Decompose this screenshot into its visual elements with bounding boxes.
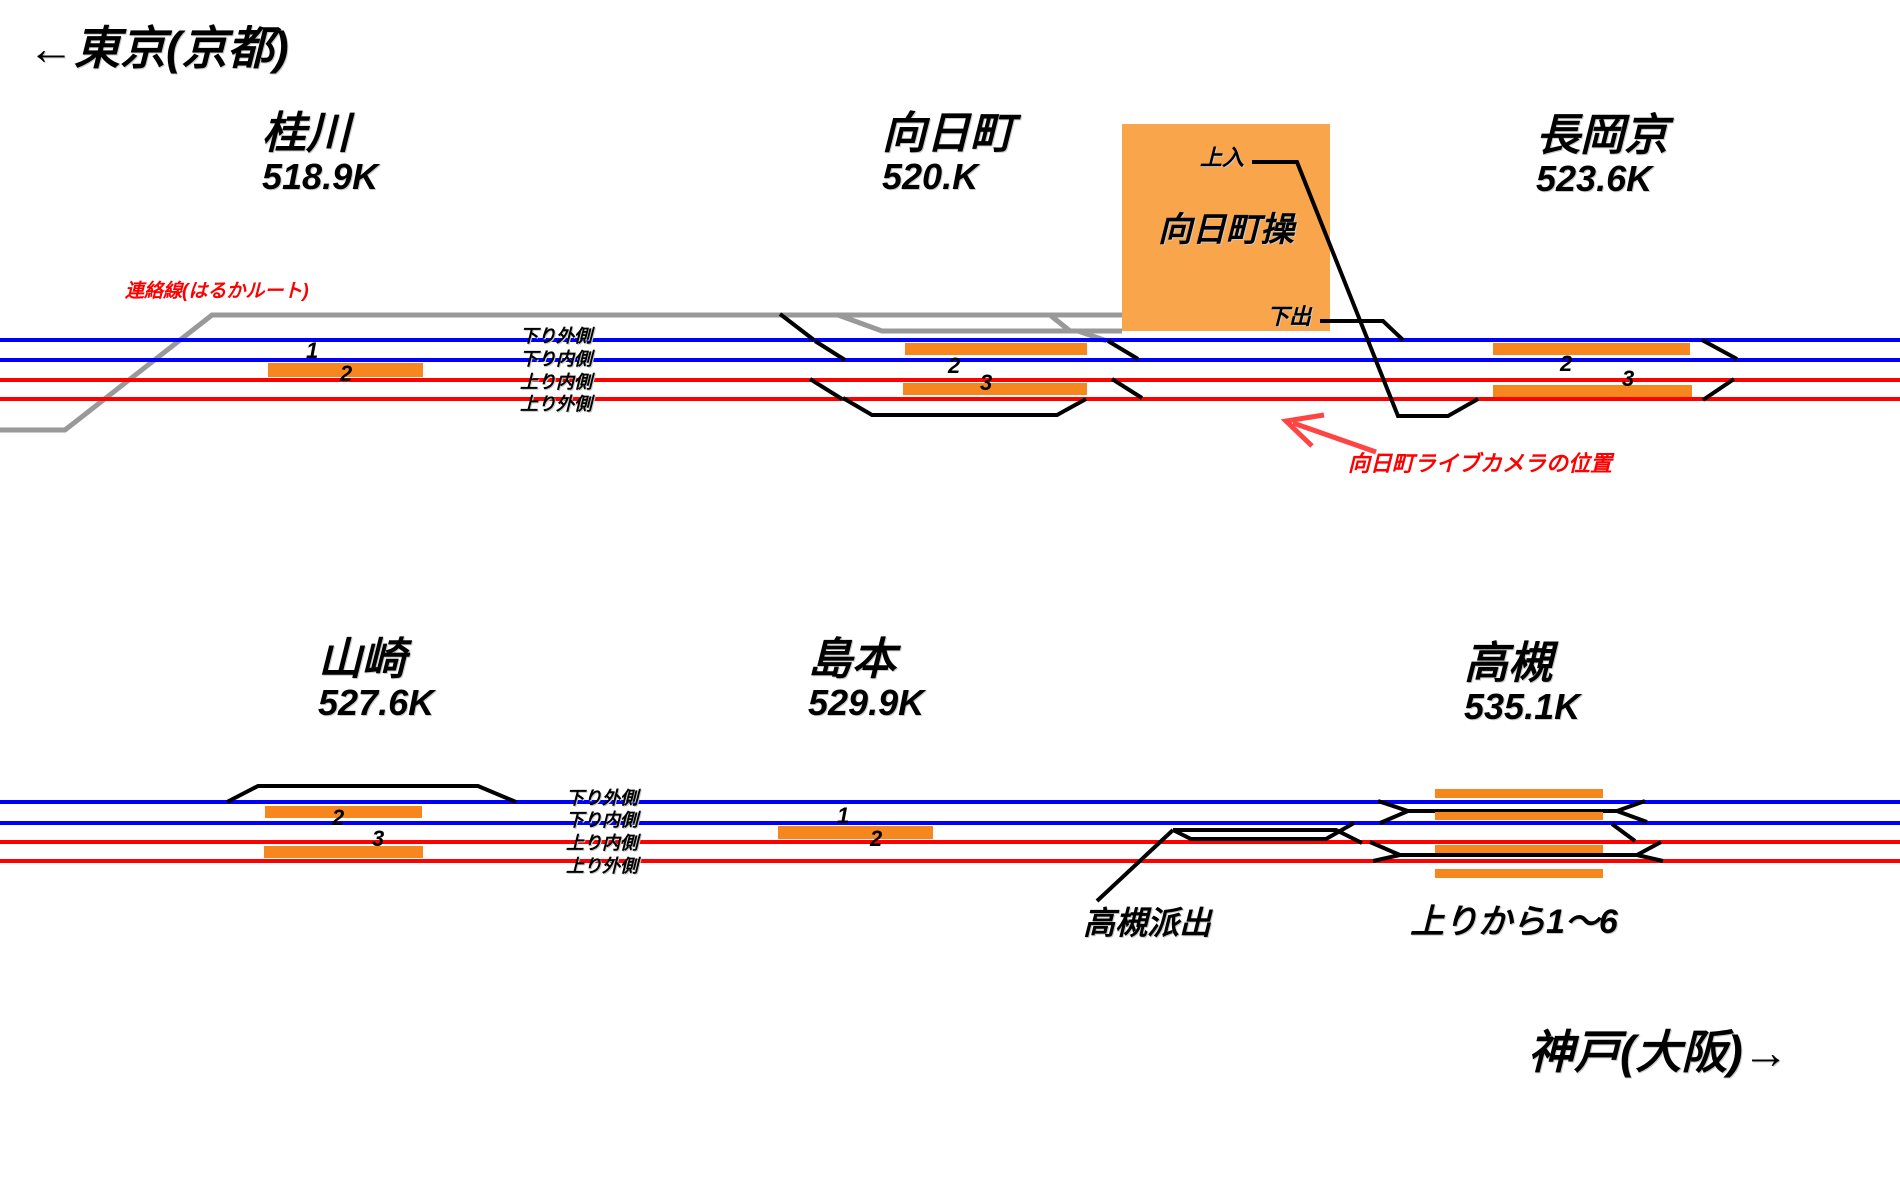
shimamoto-platform-number-1: 1 [837, 803, 850, 828]
takatsuki-up-siding-right-link [1636, 853, 1664, 863]
station-name-shimamoto: 島本 [808, 635, 896, 684]
camera-position-label: 向日町ライブカメラの位置 [1348, 451, 1613, 476]
takatsuki-up-siding-left-link [1372, 853, 1401, 863]
takatsuki-depot-label: 高槻派出 [1083, 905, 1212, 941]
katsuragawa-platform [268, 363, 423, 377]
yard-up-entry-label: 上入 [1200, 145, 1245, 170]
yard-up-entry-track [1252, 160, 1479, 418]
haruka-branch-link [1048, 313, 1072, 333]
depot-siding-upper [1173, 828, 1363, 845]
mukomachi-platform-number-2: 2 [948, 353, 961, 378]
station-name-nagaokakyo: 長岡京 [1536, 111, 1668, 160]
yamazaki-upper-loop [226, 784, 517, 804]
track-label-down-inner-bottom: 下り内側 [566, 810, 638, 830]
station-km-katsuragawa: 518.9K [262, 156, 379, 197]
track-label-down-inner-top: 下り内側 [520, 349, 592, 369]
station-name-mukomachi: 向日町 [882, 109, 1014, 158]
mukomachi-left-up-crossover [808, 377, 844, 401]
takatsuki-down-siding [1377, 799, 1646, 813]
takatsuki-down-siding-right-link [1616, 809, 1648, 824]
takatsuki-platform-4 [1435, 869, 1603, 878]
mukomachi-lower-loop [841, 396, 1087, 417]
haruka-route-branch [837, 312, 1122, 334]
depot-siding-lower [1172, 821, 1355, 841]
haruka-route-line [0, 312, 1122, 433]
takatsuki-depot-lead [1095, 828, 1175, 903]
katsuragawa-platform-number-1: 1 [306, 338, 319, 363]
yamazaki-platform-number-2: 2 [332, 805, 345, 830]
camera-arrow-shaft [1292, 420, 1377, 455]
shimamoto-platform [778, 826, 933, 839]
station-km-nagaokakyo: 523.6K [1536, 158, 1653, 199]
yard-down-exit-track [1320, 319, 1405, 342]
takatsuki-right-crossover [1610, 822, 1637, 843]
nagaokakyo-platform-upper [1493, 343, 1690, 355]
track-label-up-outer-top: 上り外側 [520, 394, 592, 414]
takatsuki-platform-1 [1435, 789, 1603, 798]
track-label-up-inner-bottom: 上り内側 [566, 833, 638, 853]
nagaokakyo-platform-lower [1493, 385, 1692, 397]
takatsuki-up-siding [1369, 840, 1662, 857]
mukomachi-left-down-crossover [813, 339, 847, 362]
haruka-route-label: 連絡線(はるかルート) [125, 281, 309, 302]
takatsuki-down-siding-left-link [1379, 809, 1409, 825]
yamazaki-platform-lower [264, 846, 423, 858]
nagaokakyo-platform-number-2: 2 [1560, 351, 1573, 376]
katsuragawa-platform-number-2: 2 [340, 361, 353, 386]
mukomachi-platform-number-3: 3 [980, 370, 993, 395]
track-label-up-inner-top: 上り内側 [520, 372, 592, 392]
station-name-yamazaki: 山崎 [318, 635, 406, 684]
direction-tokyo-kyoto: ←東京(京都) [28, 22, 289, 74]
track-label-down-outer-bottom: 下り外側 [566, 788, 638, 808]
mukomachi-platform-upper [905, 343, 1087, 355]
yard-name: 向日町操 [1158, 211, 1294, 249]
yamazaki-platform-number-3: 3 [372, 826, 385, 851]
track-label-up-outer-bottom: 上り外側 [566, 856, 638, 876]
station-km-takatsuki: 535.1K [1464, 686, 1581, 727]
station-name-katsuragawa: 桂川 [262, 109, 350, 158]
mukomachi-right-up-crossover [1110, 377, 1144, 400]
camera-arrow-head [1280, 412, 1325, 448]
direction-kobe-osaka: 神戸(大阪)→ [1528, 1026, 1789, 1078]
station-km-mukomachi: 520.K [882, 156, 979, 197]
station-km-shimamoto: 529.9K [808, 682, 925, 723]
yamazaki-platform-upper [265, 806, 422, 818]
takatsuki-platform-2 [1435, 812, 1603, 820]
haruka-to-down-outer-turnout [778, 312, 816, 342]
mukomachi-right-down-crossover [1106, 339, 1140, 361]
station-km-yamazaki: 527.6K [318, 682, 435, 723]
shimamoto-platform-number-2: 2 [870, 826, 883, 851]
takatsuki-platform-3 [1435, 845, 1603, 853]
nagaokakyo-platform-number-3: 3 [1622, 366, 1635, 391]
nagaokakyo-right-up-crossover [1701, 377, 1736, 402]
track-label-down-outer-top: 下り外側 [520, 326, 592, 346]
station-name-takatsuki: 高槻 [1464, 639, 1552, 688]
yard-down-exit-label: 下出 [1267, 304, 1312, 329]
nagaokakyo-right-down-crossover [1701, 338, 1738, 361]
mukomachi-yard-box [1122, 124, 1330, 331]
takatsuki-track-note-label: 上りから1～6 [1410, 903, 1618, 941]
mukomachi-platform-lower [903, 383, 1087, 395]
